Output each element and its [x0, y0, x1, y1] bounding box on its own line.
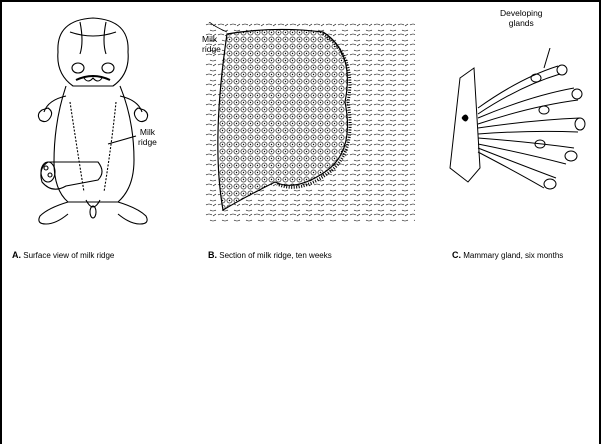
embryo-illustration	[18, 12, 168, 232]
mammary-gland-illustration	[440, 48, 590, 198]
caption-b: B. Section of milk ridge, ten weeks	[208, 250, 332, 260]
milk-ridge-section-illustration	[205, 22, 415, 222]
caption-a: A. Surface view of milk ridge	[12, 250, 114, 260]
caption-c: C. Mammary gland, six months	[452, 250, 563, 260]
